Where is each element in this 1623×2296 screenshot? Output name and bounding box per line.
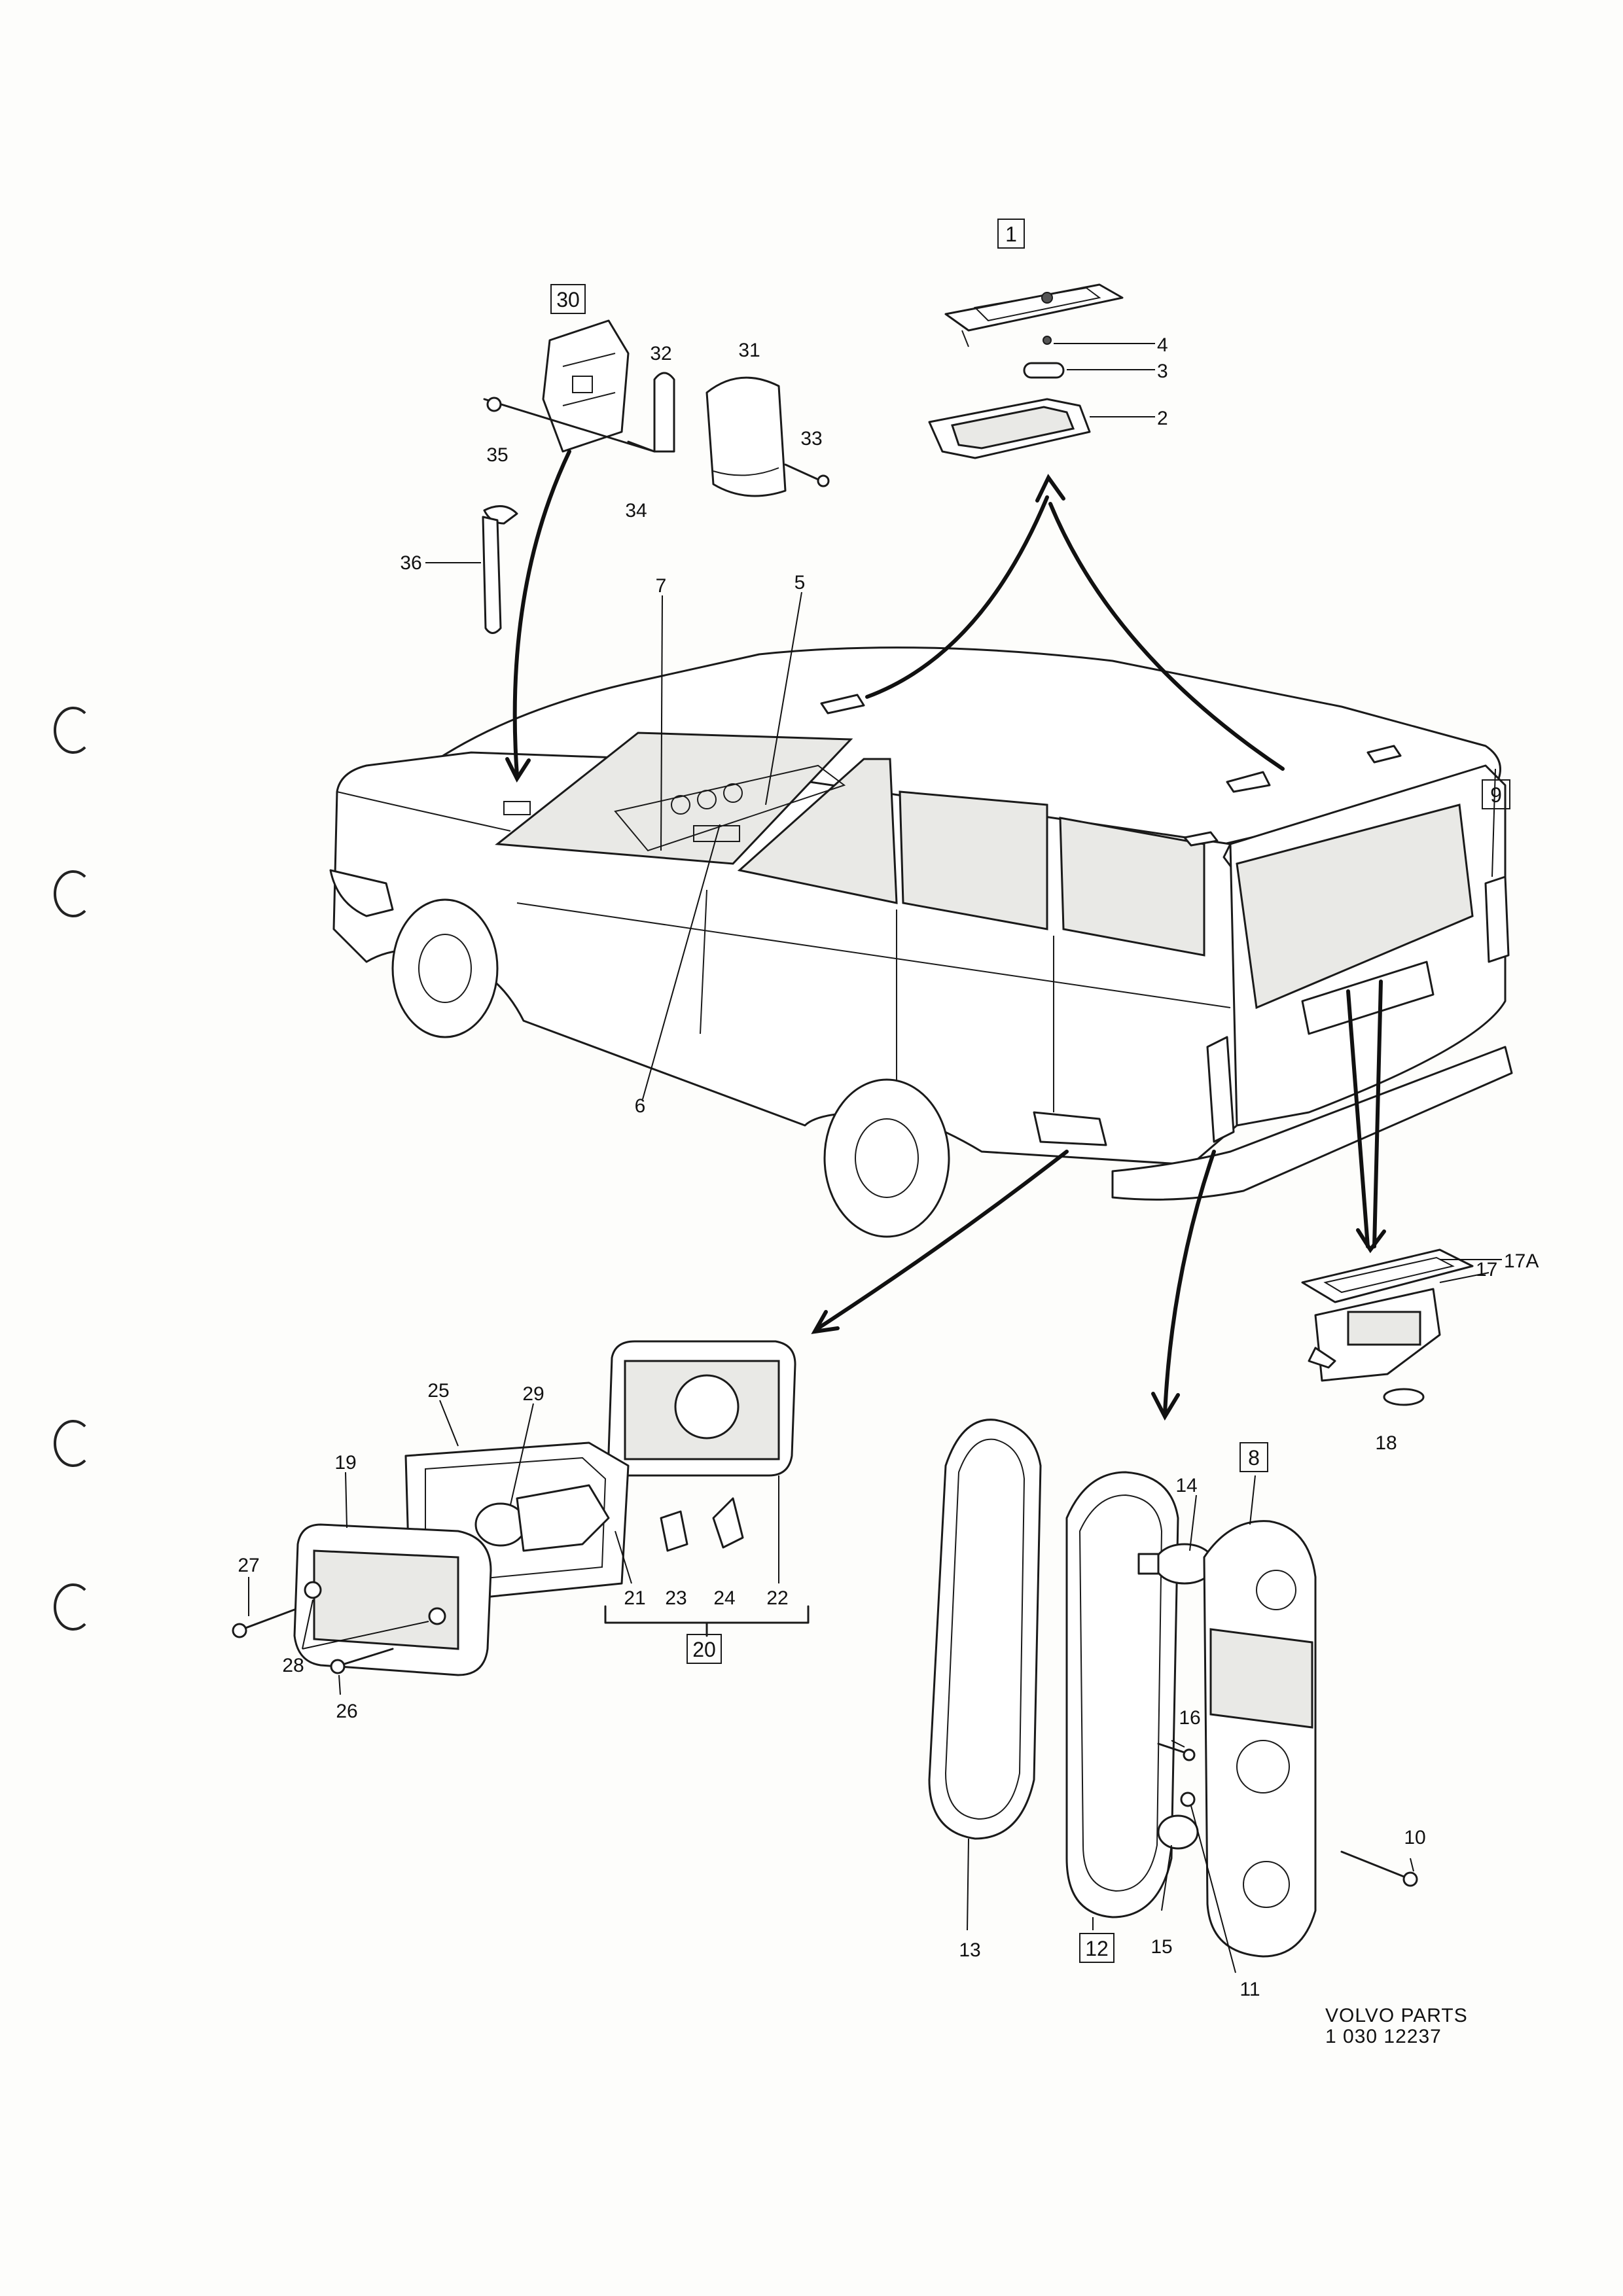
side-marker-lamp-exploded — [232, 1340, 810, 1676]
label-12: 12 — [1085, 1937, 1109, 1960]
label-36: 36 — [400, 552, 421, 574]
label-4: 4 — [1157, 334, 1168, 356]
label-21: 21 — [624, 1587, 645, 1609]
label-33: 33 — [800, 428, 822, 450]
label-9: 9 — [1490, 783, 1502, 807]
label-27: 27 — [238, 1555, 259, 1576]
label-17a: 17A — [1504, 1250, 1539, 1272]
label-3: 3 — [1157, 361, 1168, 382]
label-16: 16 — [1179, 1707, 1200, 1729]
binder-holes — [53, 707, 86, 1631]
label-2: 2 — [1157, 408, 1168, 429]
label-34: 34 — [625, 500, 647, 521]
label-31: 31 — [738, 340, 760, 361]
label-19: 19 — [334, 1452, 356, 1474]
tail-lamp-exploded — [928, 1419, 1418, 1958]
label-17: 17 — [1476, 1259, 1497, 1280]
label-25: 25 — [427, 1380, 449, 1402]
footer-code: 1 030 12237 — [1325, 2026, 1442, 2047]
label-26: 26 — [336, 1701, 357, 1722]
label-1: 1 — [1005, 222, 1017, 246]
label-10: 10 — [1404, 1827, 1425, 1848]
label-5: 5 — [794, 572, 806, 593]
label-6: 6 — [635, 1095, 646, 1117]
label-11: 11 — [1240, 1979, 1260, 2000]
label-15: 15 — [1150, 1936, 1172, 1958]
label-22: 22 — [766, 1587, 788, 1609]
door-switch-assembly — [482, 319, 830, 634]
label-14: 14 — [1175, 1475, 1197, 1496]
station-wagon-illustration — [329, 646, 1513, 1238]
label-20: 20 — [692, 1638, 716, 1661]
label-7: 7 — [656, 575, 667, 597]
label-18: 18 — [1375, 1432, 1397, 1454]
label-24: 24 — [713, 1587, 735, 1609]
reference-arrows — [505, 450, 1386, 1421]
label-35: 35 — [486, 444, 508, 466]
label-32: 32 — [650, 343, 671, 364]
licence-plate-lamp — [1301, 1248, 1474, 1406]
label-23: 23 — [665, 1587, 687, 1609]
footer-brand: VOLVO PARTS — [1325, 2005, 1468, 2026]
label-28: 28 — [282, 1655, 304, 1676]
interior-lamp-assembly — [928, 283, 1124, 459]
label-13: 13 — [959, 1939, 980, 1961]
label-8: 8 — [1248, 1446, 1260, 1470]
label-29: 29 — [522, 1383, 544, 1405]
label-30: 30 — [556, 288, 580, 311]
